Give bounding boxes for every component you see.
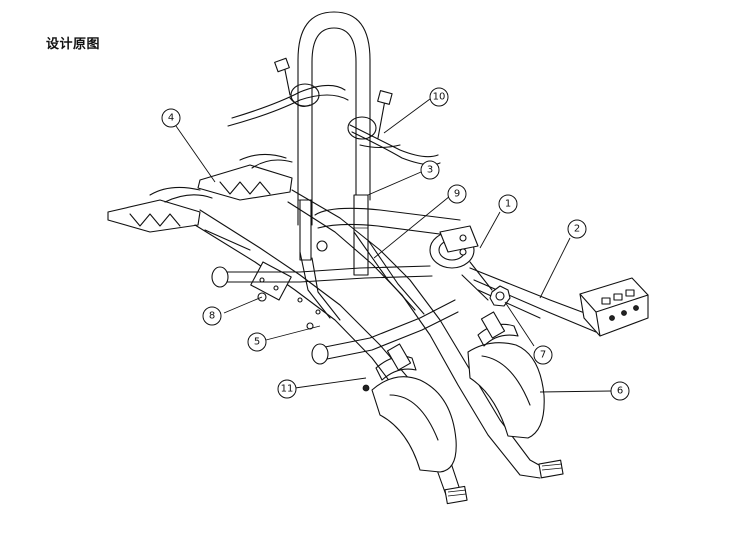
callout-1: 1	[498, 194, 518, 214]
svg-text:1: 1	[505, 199, 511, 210]
callout-8: 8	[202, 306, 222, 326]
svg-text:5: 5	[254, 337, 260, 348]
callout-4: 4	[161, 108, 181, 128]
wheel-tray-right	[197, 153, 564, 479]
wheel-tray-left	[107, 186, 468, 505]
pivot-knob	[461, 261, 511, 307]
svg-text:9: 9	[454, 189, 460, 200]
callout-6: 6	[610, 381, 630, 401]
svg-text:2: 2	[574, 224, 580, 235]
frame-clamp-upper-left	[227, 57, 349, 127]
svg-text:8: 8	[209, 311, 215, 322]
upright-mast	[297, 11, 371, 276]
svg-text:11: 11	[281, 384, 294, 395]
wheel-cradle-right	[467, 311, 545, 439]
rear-cross-tube	[314, 207, 479, 269]
callout-2: 2	[567, 219, 587, 239]
callout-5: 5	[247, 332, 267, 352]
callout-10: 10	[429, 87, 449, 107]
svg-text:4: 4	[168, 113, 174, 124]
callout-9: 9	[447, 184, 467, 204]
svg-text:10: 10	[433, 92, 446, 103]
svg-text:3: 3	[427, 165, 433, 176]
svg-text:6: 6	[617, 386, 623, 397]
callout-11: 11	[277, 379, 297, 399]
callout-7: 7	[533, 345, 553, 365]
callout-3: 3	[420, 160, 440, 180]
svg-text:7: 7	[540, 350, 546, 361]
page-title: 设计原图	[46, 37, 101, 52]
wheel-cradle-left	[362, 343, 457, 473]
leader-lines	[175, 98, 612, 393]
lower-cross-bar	[211, 265, 459, 365]
